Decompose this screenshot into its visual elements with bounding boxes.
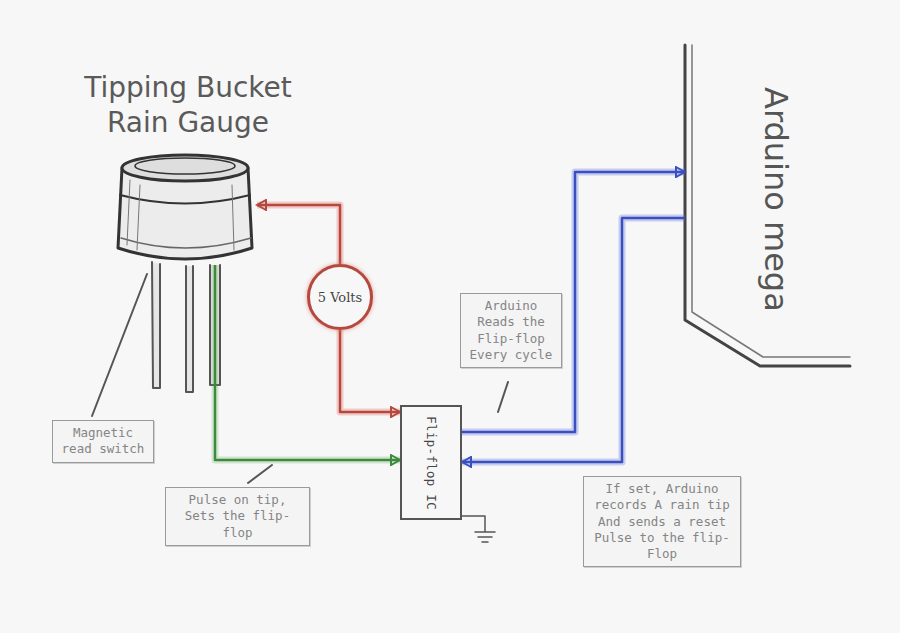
wire-glow bbox=[257, 205, 340, 264]
gauge-shading bbox=[127, 180, 234, 250]
wire-glow bbox=[462, 218, 685, 462]
signal-wire bbox=[257, 205, 340, 264]
gauge-leg bbox=[186, 266, 193, 392]
callout-text: Pulse on tip, Sets the flip-flop bbox=[172, 492, 303, 541]
leader-line bbox=[248, 465, 272, 483]
signal-wire bbox=[462, 218, 685, 462]
node-label: Arduino mega bbox=[757, 87, 795, 312]
arduino-board-edge bbox=[692, 45, 850, 357]
wire-glow bbox=[215, 265, 400, 460]
arduino-board-edge bbox=[685, 45, 850, 366]
arduino-board: Arduino mega bbox=[685, 45, 850, 365]
node-label: 5 Volts bbox=[318, 290, 362, 305]
gauge-funnel bbox=[135, 158, 235, 174]
wire-glow bbox=[462, 172, 685, 432]
voltage-source: 5 Volts bbox=[307, 264, 373, 330]
gauge-band bbox=[121, 238, 251, 248]
signal-wire bbox=[462, 172, 685, 432]
gauge-leg bbox=[152, 262, 160, 388]
gauge-rim bbox=[122, 155, 248, 181]
leader-line bbox=[498, 382, 508, 412]
signal-wire bbox=[215, 265, 400, 460]
signal-wire bbox=[340, 330, 400, 412]
callout-text: If set, Arduino records A rain tip And s… bbox=[590, 481, 734, 562]
callout-box: Magnetic read switch bbox=[52, 420, 154, 463]
flip-flop-ic: Flip-flop IC bbox=[400, 405, 462, 520]
callout-box: Pulse on tip, Sets the flip-flop bbox=[165, 487, 310, 546]
callout-box: If set, Arduino records A rain tip And s… bbox=[583, 476, 741, 567]
rain-gauge: Tipping Bucket Rain Gauge bbox=[118, 150, 253, 265]
ground-symbol bbox=[462, 516, 495, 542]
leader-line bbox=[92, 274, 147, 416]
wire-glow bbox=[340, 330, 400, 412]
node-label: Tipping Bucket Rain Gauge bbox=[58, 70, 318, 140]
callout-text: Arduino Reads the Flip-flop Every cycle bbox=[467, 298, 555, 363]
callout-text: Magnetic read switch bbox=[59, 425, 147, 458]
callout-box: Arduino Reads the Flip-flop Every cycle bbox=[460, 293, 562, 368]
node-label: Flip-flop IC bbox=[424, 416, 439, 510]
